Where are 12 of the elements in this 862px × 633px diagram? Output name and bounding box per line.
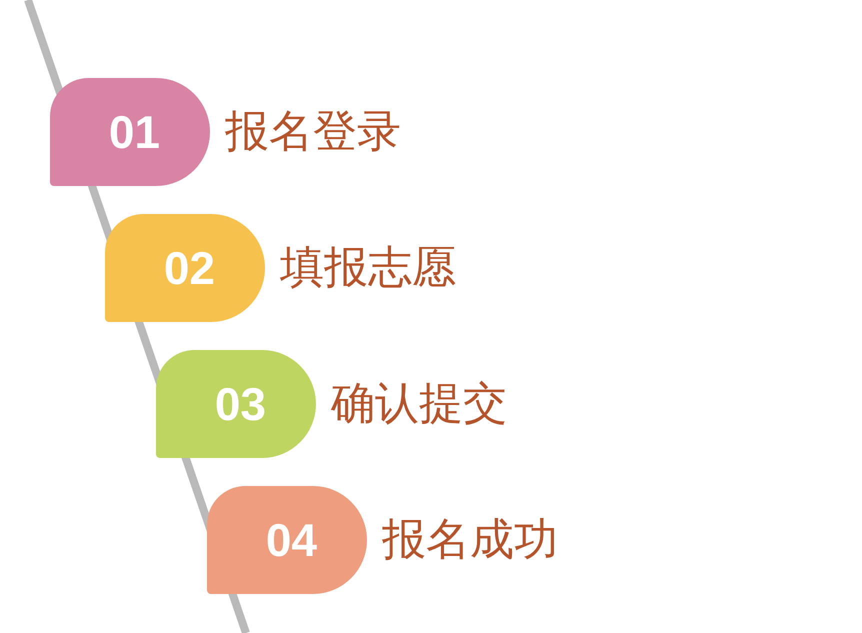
step-number: 03 bbox=[214, 377, 266, 432]
step-label: 确认提交 bbox=[331, 377, 507, 431]
step-pill bbox=[207, 486, 367, 594]
step-pill bbox=[105, 214, 265, 322]
step-pill bbox=[156, 350, 316, 458]
step-label: 报名登录 bbox=[225, 105, 401, 159]
step-number: 02 bbox=[164, 241, 215, 296]
step-pill bbox=[50, 78, 210, 186]
step-number: 01 bbox=[108, 105, 160, 160]
step-label: 报名成功 bbox=[382, 513, 558, 567]
step-number: 04 bbox=[266, 513, 317, 568]
step-label: 填报志愿 bbox=[280, 241, 456, 295]
